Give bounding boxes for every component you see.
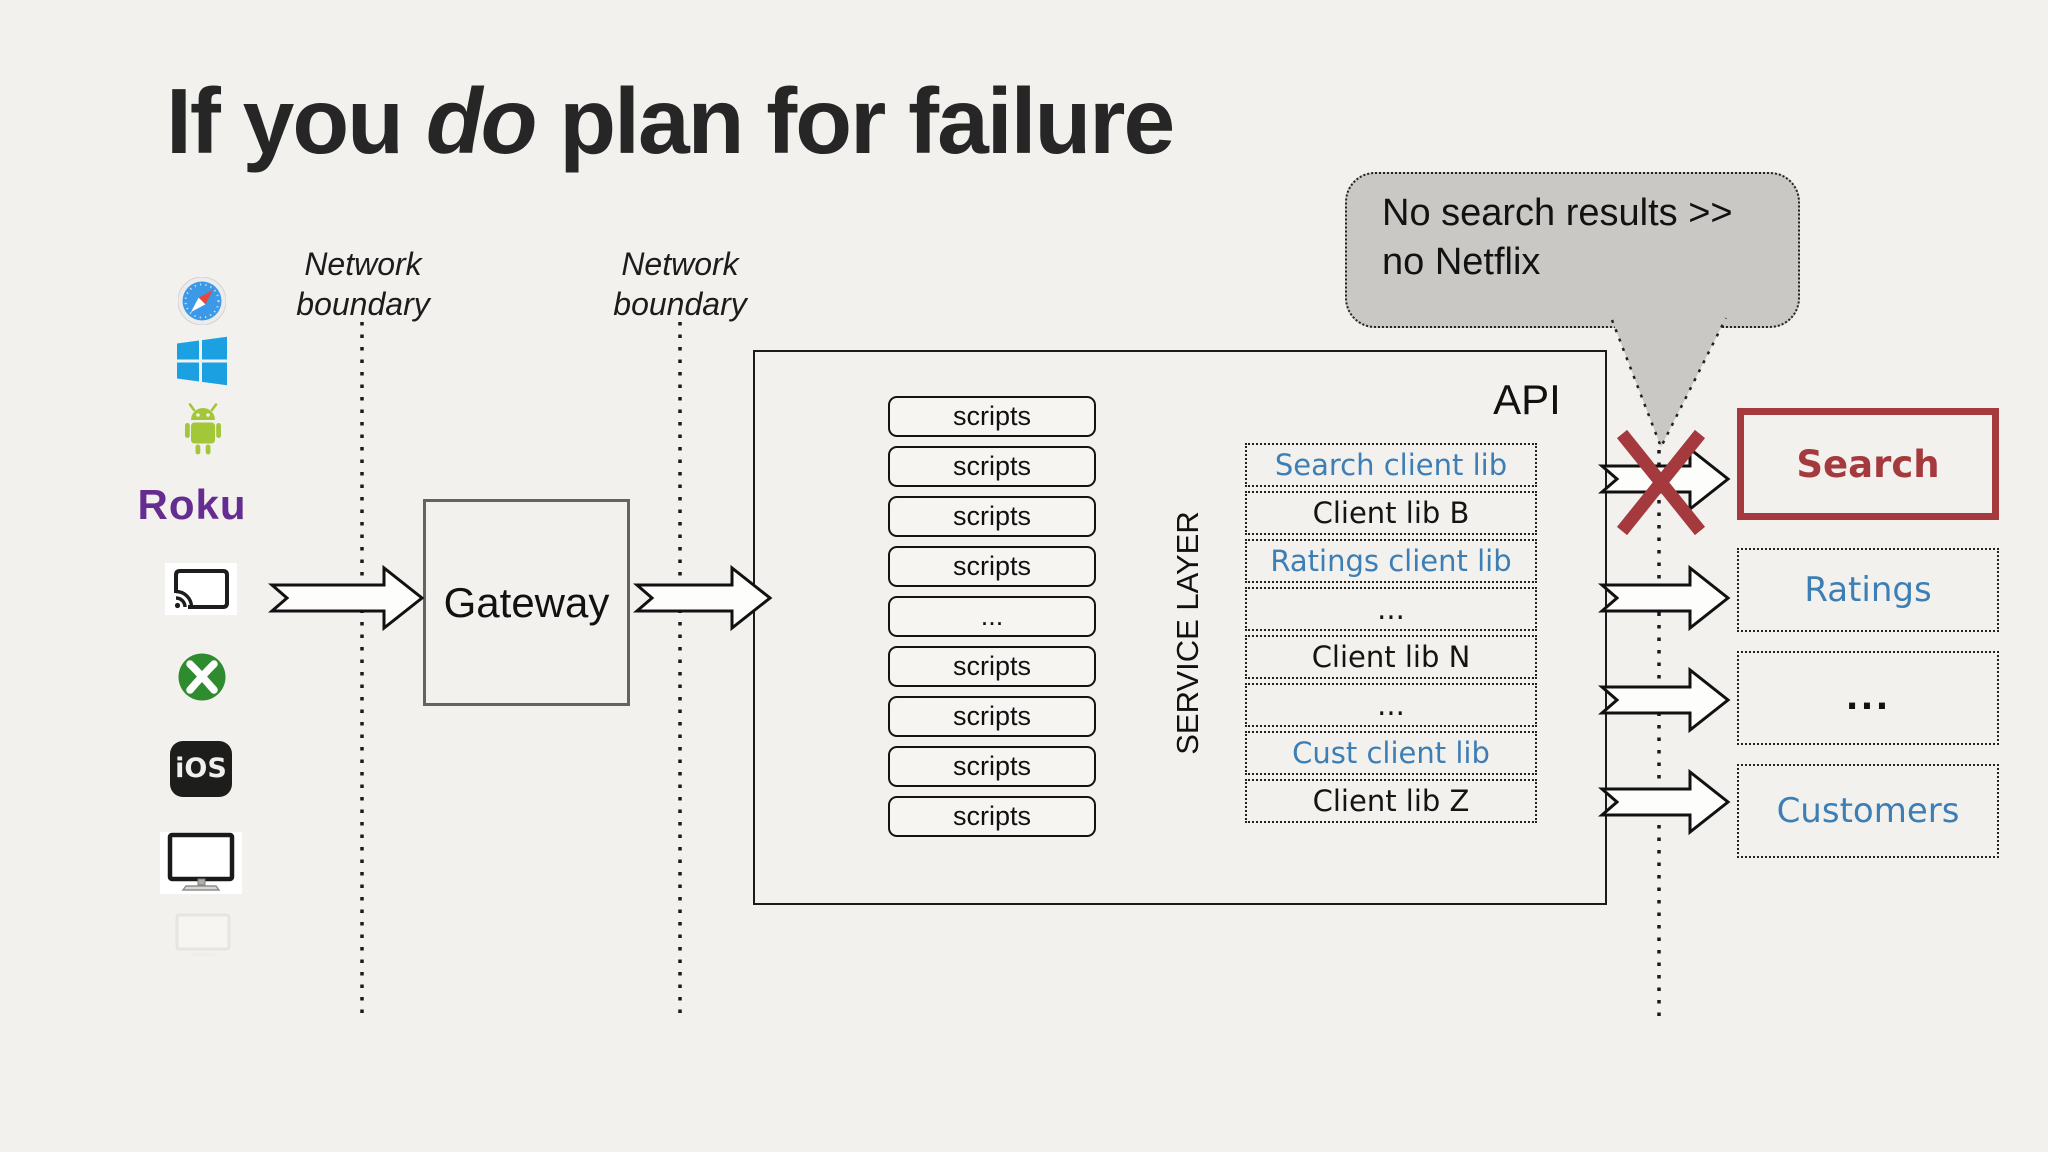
script-box: scripts (888, 396, 1096, 437)
search-service-label: Search (1796, 442, 1940, 486)
client-lib-row: Client lib B (1245, 491, 1537, 535)
ratings-service-label: Ratings (1804, 570, 1932, 610)
script-box: scripts (888, 446, 1096, 487)
title-post: plan for failure (535, 69, 1175, 173)
script-box-ellipsis: ... (888, 596, 1096, 637)
script-box: scripts (888, 696, 1096, 737)
arrow-devices-to-gateway (267, 564, 425, 632)
xbox-icon (177, 652, 227, 702)
script-box: scripts (888, 796, 1096, 837)
script-box: scripts (888, 746, 1096, 787)
ios-icon: iOS (170, 741, 232, 797)
ellipsis-service-label: ... (1845, 678, 1891, 718)
callout-tail (1610, 317, 1728, 451)
customers-service-label: Customers (1776, 791, 1960, 831)
monitor-icon (160, 832, 242, 894)
ios-icon-label: iOS (175, 753, 227, 784)
failure-x-icon (1616, 429, 1706, 536)
arrow-gateway-to-api (632, 564, 773, 632)
api-label: API (1493, 376, 1561, 423)
arrow-api-to-ratings (1597, 564, 1731, 632)
tv-ghost-icon (174, 912, 232, 958)
client-lib-list: Search client lib Client lib B Ratings c… (1245, 443, 1537, 827)
android-icon (179, 403, 227, 459)
service-layer-label: SERVICE LAYER (1170, 511, 1205, 755)
script-box: scripts (888, 646, 1096, 687)
search-service-box: Search (1737, 408, 1999, 520)
page-title: If you do plan for failure (166, 68, 1175, 175)
arrow-api-to-search (1597, 445, 1731, 513)
client-lib-row: ... (1245, 587, 1537, 631)
client-lib-row: Client lib Z (1245, 779, 1537, 823)
title-pre: If you (166, 69, 426, 173)
safari-icon (178, 277, 226, 325)
roku-logo: Roku (137, 481, 247, 528)
client-lib-row: ... (1245, 683, 1537, 727)
client-lib-row: Client lib N (1245, 635, 1537, 679)
customers-service-box: Customers (1737, 764, 1999, 858)
title-emphasis: do (425, 69, 538, 173)
chromecast-icon (165, 563, 237, 615)
ratings-service-box: Ratings (1737, 548, 1999, 632)
client-lib-row: Search client lib (1245, 443, 1537, 487)
script-box: scripts (888, 496, 1096, 537)
arrow-api-to-ellipsis (1597, 666, 1731, 734)
script-box: scripts (888, 546, 1096, 587)
gateway-box: Gateway (423, 499, 630, 706)
ellipsis-service-box: ... (1737, 651, 1999, 745)
client-lib-row: Cust client lib (1245, 731, 1537, 775)
client-lib-row: Ratings client lib (1245, 539, 1537, 583)
scripts-stack: scripts scripts scripts scripts ... scri… (888, 396, 1096, 846)
windows-icon (177, 336, 227, 386)
network-boundary-label-2: Network boundary (613, 246, 747, 322)
callout-bubble: No search results >> no Netflix (1345, 172, 1800, 328)
gateway-label: Gateway (443, 578, 610, 626)
network-boundary-label-1: Network boundary (296, 246, 430, 322)
arrow-api-to-customers (1597, 768, 1731, 836)
